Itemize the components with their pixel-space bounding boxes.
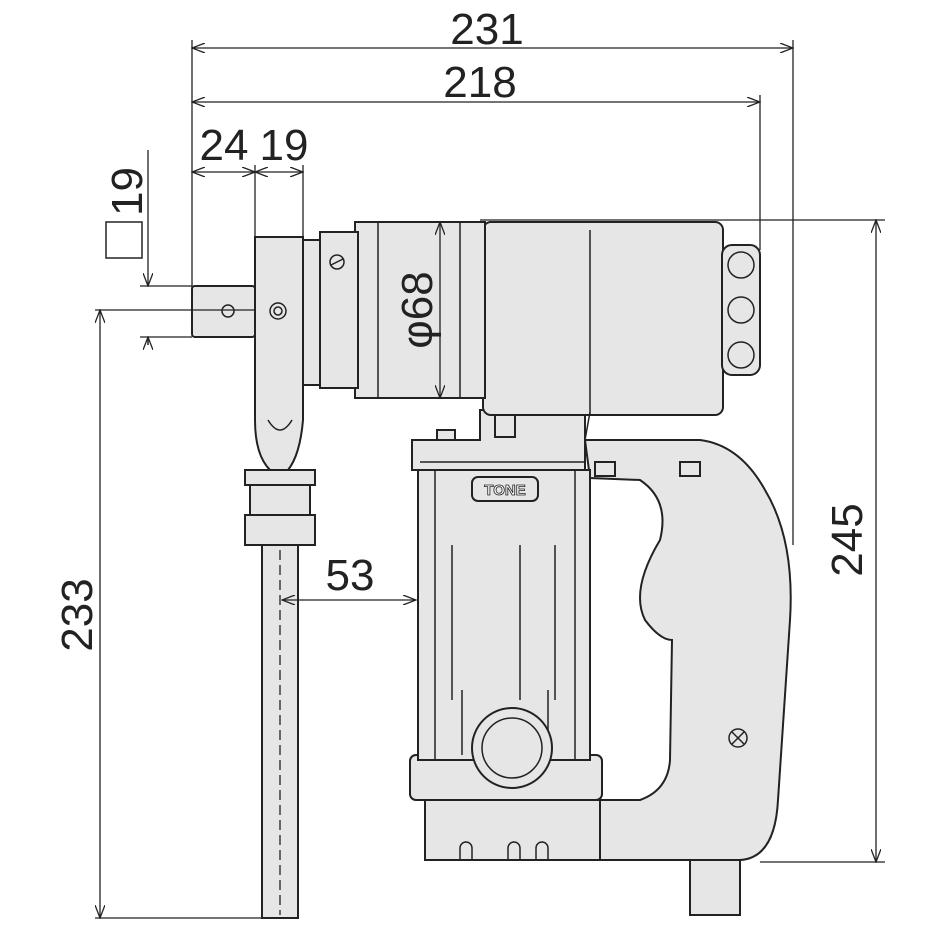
head-cylinder [354,221,486,399]
square-drive-symbol-icon [105,221,143,259]
tool-outline: TONE [191,221,792,919]
dimension-lines [95,40,885,918]
switch-ring [471,707,553,789]
power-cable [689,854,741,916]
reaction-arm [254,236,304,471]
dim-overall-length: 231 [450,5,523,54]
brand-logo [471,476,539,502]
dim-arm-width: 19 [260,121,309,170]
dim-body-length: 218 [443,58,516,107]
dim-overall-height: 245 [823,503,872,576]
base-lower [424,799,601,861]
gear-housing [482,221,724,416]
brand-logo-text: TONE [484,482,525,499]
rear-cap [721,244,761,376]
dim-head-diameter: φ68 [393,271,442,348]
handle-grip [583,439,792,861]
dim-arm-clearance: 53 [326,551,375,600]
dim-square-drive-size: 19 [103,167,152,216]
handle-screw-icon [728,728,748,748]
screw-icon [329,254,345,270]
head-ring [319,231,359,389]
dim-arm-length: 233 [53,578,102,651]
dim-drive-offset: 24 [200,121,249,170]
square-drive [191,285,256,338]
